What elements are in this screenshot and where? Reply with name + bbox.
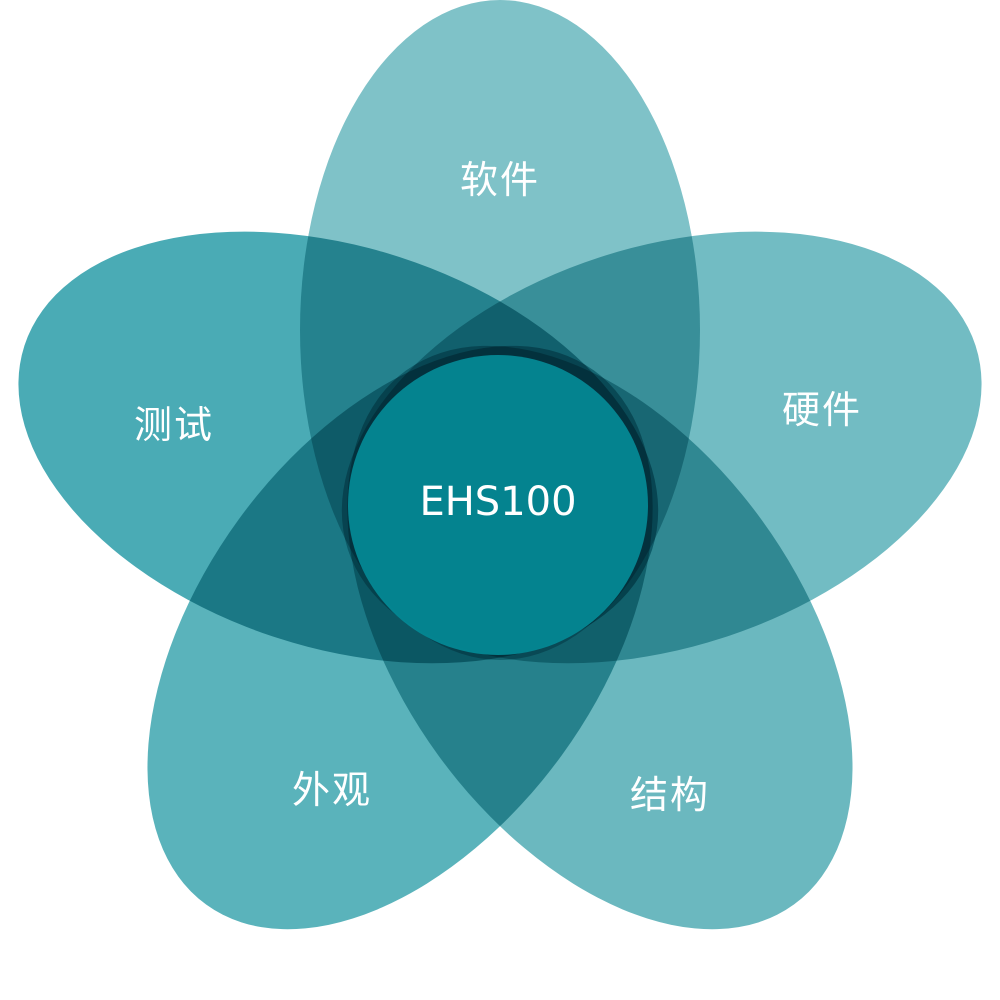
label-hardware: 硬件	[781, 388, 863, 432]
label-testing: 测试	[133, 403, 215, 447]
center-circle	[348, 355, 648, 655]
center-label: EHS100	[419, 479, 577, 525]
label-software: 软件	[459, 158, 541, 202]
label-structure: 结构	[629, 773, 711, 817]
label-appearance: 外观	[291, 768, 373, 812]
